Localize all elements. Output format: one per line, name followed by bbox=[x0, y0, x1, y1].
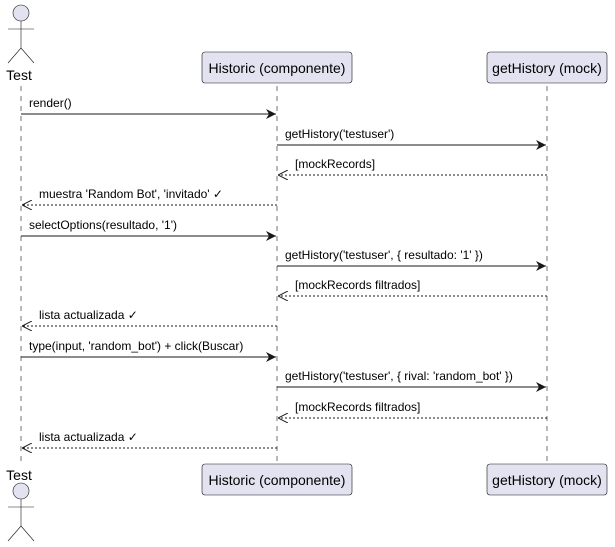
actor-test-bottom: Test bbox=[6, 467, 35, 542]
message-11: [mockRecords filtrados] bbox=[278, 400, 547, 418]
message-3: [mockRecords] bbox=[278, 157, 547, 175]
message-label: muestra 'Random Bot', 'invitado' ✓ bbox=[39, 187, 223, 201]
actor-label: Test bbox=[6, 467, 32, 483]
participant-getHistory-bottom: getHistory (mock) bbox=[486, 463, 608, 496]
message-label: [mockRecords filtrados] bbox=[295, 400, 420, 414]
message-6: getHistory('testuser', { resultado: '1' … bbox=[277, 248, 546, 271]
participant-getHistory-top: getHistory (mock) bbox=[486, 51, 608, 84]
message-8: lista actualizada ✓ bbox=[22, 308, 277, 326]
message-label: type(input, 'random_bot') + click(Buscar… bbox=[29, 339, 243, 353]
participant-label: getHistory (mock) bbox=[492, 60, 602, 76]
message-label: lista actualizada ✓ bbox=[39, 308, 138, 322]
message-10: getHistory('testuser', { rival: 'random_… bbox=[277, 369, 546, 392]
message-label: getHistory('testuser', { rival: 'random_… bbox=[285, 369, 513, 383]
participant-historic-bottom: Historic (componente) bbox=[201, 463, 353, 496]
message-2: getHistory('testuser') bbox=[277, 127, 546, 150]
message-5: selectOptions(resultado, '1') bbox=[21, 218, 276, 241]
participant-label: Historic (componente) bbox=[209, 472, 346, 488]
message-1: render() bbox=[21, 96, 276, 119]
message-7: [mockRecords filtrados] bbox=[278, 278, 547, 296]
message-12: lista actualizada ✓ bbox=[22, 430, 277, 448]
actor-label: Test bbox=[6, 67, 32, 83]
message-label: selectOptions(resultado, '1') bbox=[29, 218, 177, 232]
message-label: getHistory('testuser', { resultado: '1' … bbox=[285, 248, 483, 262]
participant-label: Historic (componente) bbox=[209, 60, 346, 76]
message-4: muestra 'Random Bot', 'invitado' ✓ bbox=[22, 187, 277, 205]
message-label: getHistory('testuser') bbox=[285, 127, 394, 141]
message-label: [mockRecords filtrados] bbox=[295, 278, 420, 292]
participant-historic-top: Historic (componente) bbox=[201, 51, 353, 84]
message-label: [mockRecords] bbox=[295, 157, 375, 171]
message-9: type(input, 'random_bot') + click(Buscar… bbox=[21, 339, 276, 362]
actor-test-top: Test bbox=[6, 4, 35, 83]
message-label: lista actualizada ✓ bbox=[39, 430, 138, 444]
participant-label: getHistory (mock) bbox=[492, 472, 602, 488]
message-label: render() bbox=[29, 96, 72, 110]
